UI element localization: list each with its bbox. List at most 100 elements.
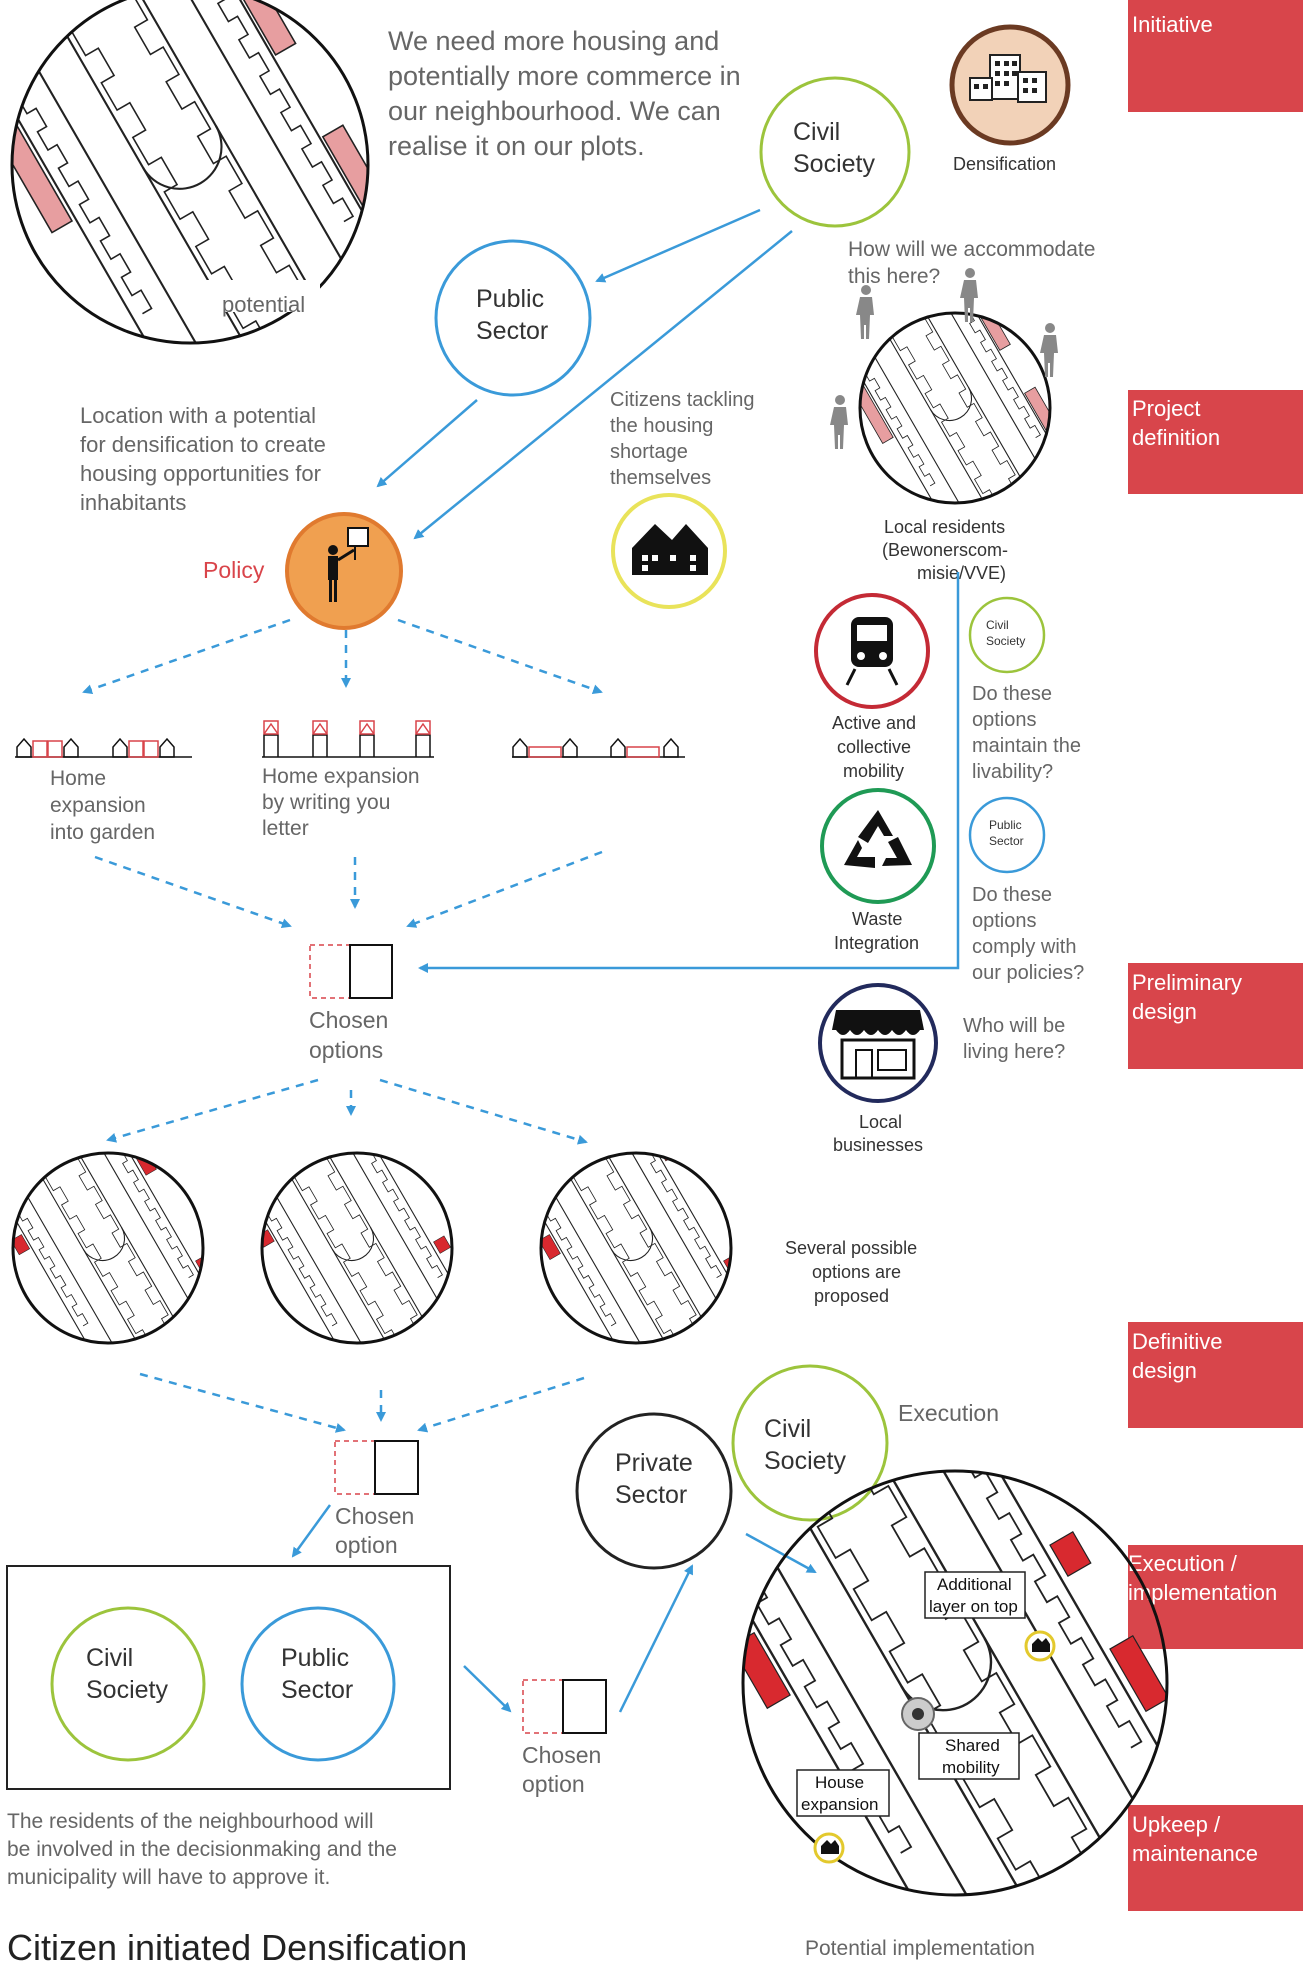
location-text: Location with a potential for densificat… [80,403,326,515]
top-arrows [376,208,793,540]
location-line-4: inhabitants [80,490,186,515]
additional-layer-line-2: layer on top [929,1597,1018,1616]
shared-mobility-line-2: mobility [942,1758,1000,1777]
site-option-3 [539,1151,733,1345]
policies-line-1: Do these [972,884,1052,906]
phase-preliminary-design-label-2: design [1132,999,1197,1024]
phase-column: Initiative Project definition Preliminar… [1128,0,1303,1911]
site-map-potential: potential [10,0,370,345]
residents-line-2: be involved in the decisionmaking and th… [7,1838,397,1861]
mobility-icon [814,593,930,709]
annotation-shared-mobility: Shared mobility [918,1732,1020,1780]
resident-person-icons [830,268,1058,449]
option-letter-line-1: Home expansion [262,765,420,788]
citizens-text: Citizens tackling the housing shortage t… [610,389,755,489]
citizens-line-4: themselves [610,467,711,489]
additional-layer-line-1: Additional [937,1575,1012,1594]
public-sector-small-line-1: Public [989,818,1022,832]
mobility-line-1: Active and [832,713,916,733]
intro-line-1: We need more housing and [388,26,719,56]
intro-line-3: our neighbourhood. We can [388,96,721,126]
site-option-1 [11,1151,205,1345]
potential-label: potential [222,292,305,317]
policies-line-3: comply with [972,936,1076,958]
policies-line-4: our policies? [972,962,1084,984]
businesses-line-2: businesses [833,1135,923,1155]
residents-line-3: municipality will have to approve it. [7,1866,330,1889]
local-residents-line-3: misie/VVE) [917,563,1006,583]
phase-upkeep-bar [1128,1805,1303,1911]
house-expansion-line-1: House [815,1773,864,1792]
businesses-line-1: Local [859,1112,902,1132]
option-garden-line-2: expansion [50,794,146,817]
arrow-to-implementation [745,1532,817,1574]
arrow-to-chosen-option-2 [463,1665,512,1713]
civil-society-small-line-1: Civil [986,618,1009,632]
civil-society-small-line-2: Society [986,634,1025,648]
policies-line-2: options [972,910,1037,932]
location-line-2: for densification to create [80,432,326,457]
houses-icon [611,493,727,609]
phase-definitive-design-label-1: Definitive [1132,1329,1222,1354]
chosen-option-icon-2 [522,1679,607,1734]
chosen-options-line-2: options [309,1037,383,1063]
civil-society-box-line-1: Civil [86,1644,133,1672]
intro-line-4: realise it on our plots. [388,131,645,161]
chosen-options-icon [309,944,393,999]
local-residents-line-1: Local residents [884,517,1005,537]
livability-line-3: maintain the [972,735,1081,757]
mobility-line-3: mobility [843,761,904,781]
option-between-icon [512,738,685,758]
arrow-to-private-sector [618,1564,694,1713]
public-sector-top-line-1: Public [476,285,544,313]
waste-line-2: Integration [834,933,919,953]
densification-label: Densification [953,154,1056,174]
public-sector-top: Public Sector [434,239,592,397]
decision-box: Civil Society Public Sector [6,1565,451,1790]
phase-execution-label-1: Execution / [1128,1551,1238,1576]
chosen-options-line-1: Chosen [309,1007,388,1033]
phase-execution-label-2: implementation [1128,1580,1277,1605]
recycle-icon [820,788,936,904]
policy-dashed-arrows [82,618,603,695]
public-sector-small: Public Sector [968,796,1046,874]
chosen-option-2-line-1: Chosen [522,1742,601,1768]
converging-dashed-arrows-2 [139,1372,585,1433]
potential-implementation-label: Potential implementation [805,1937,1035,1960]
public-sector-small-line-2: Sector [989,834,1024,848]
phase-project-definition-bar [1128,390,1303,494]
public-sector-box-line-1: Public [281,1644,349,1672]
chosen-option-2-line-2: option [522,1771,585,1797]
civil-society-top-line-2: Society [793,150,875,178]
mobility-line-2: collective [837,737,911,757]
execution-label: Execution [898,1400,999,1426]
citizens-line-1: Citizens tackling [610,389,755,411]
private-sector: Private Sector [575,1412,733,1570]
civil-society-top: Civil Society [759,76,911,228]
house-expansion-line-2: expansion [801,1795,879,1814]
phase-execution-bar [1128,1545,1303,1649]
phase-initiative-label: Initiative [1132,12,1213,37]
who-line-1: Who will be [963,1015,1065,1037]
intro-text: We need more housing and potentially mor… [388,26,741,161]
option-letter-icon [262,720,434,758]
public-sector-box-line-2: Sector [281,1676,353,1704]
phase-upkeep-label-1: Upkeep / [1132,1812,1221,1837]
densification-icon [949,24,1071,146]
converging-dashed-arrows [94,850,603,929]
chosen-option-1-line-2: option [335,1532,398,1558]
feedback-arrow [418,572,960,973]
phase-definitive-design-bar [1128,1322,1303,1428]
annotation-additional-layer: Additional layer on top [924,1571,1026,1619]
annotation-house-expansion: House expansion [796,1769,890,1817]
policy-icon [285,512,403,630]
location-line-3: housing opportunities for [80,461,321,486]
diverging-dashed-arrows [106,1078,588,1145]
intro-line-2: potentially more commerce in [388,61,741,91]
phase-upkeep-label-2: maintenance [1132,1841,1258,1866]
private-sector-line-1: Private [615,1449,693,1477]
option-garden-icon [15,738,192,758]
phase-definitive-design-label-2: design [1132,1358,1197,1383]
accommodate-question-1: How will we accommodate [848,238,1095,261]
